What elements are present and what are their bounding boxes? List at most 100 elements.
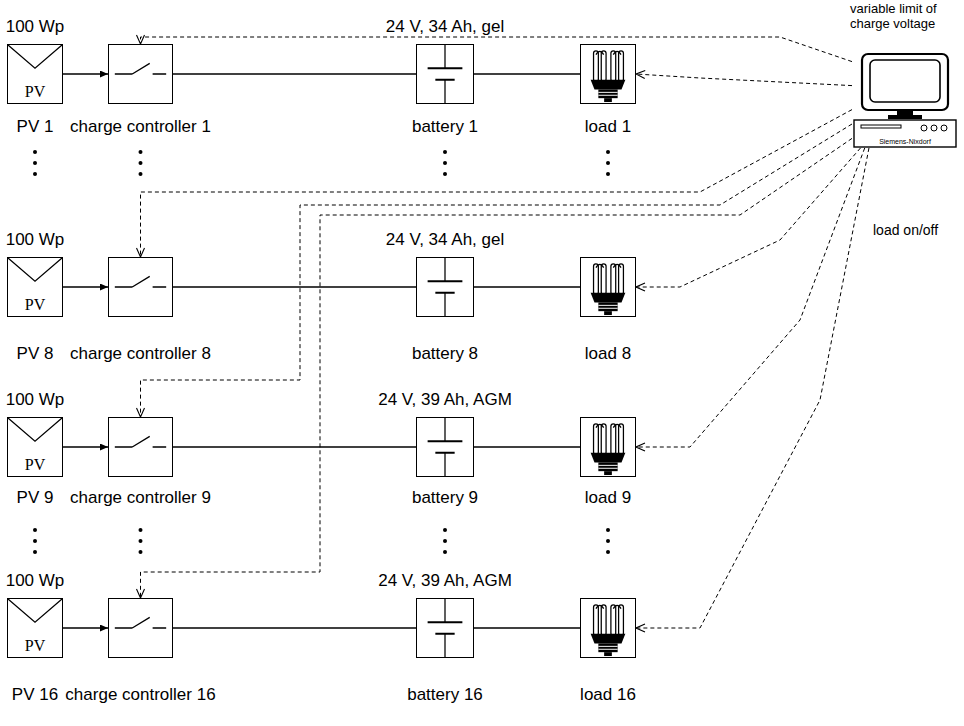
lamp-icon bbox=[581, 418, 635, 476]
ellipsis-dot bbox=[606, 528, 610, 532]
load-lamp: load 9 bbox=[580, 417, 636, 477]
battery: 24 V, 34 Ah, gelbattery 8 bbox=[416, 257, 474, 317]
battery-symbol bbox=[417, 418, 473, 476]
control-line bbox=[636, 148, 860, 287]
control-line bbox=[636, 74, 852, 86]
ellipsis-dot bbox=[443, 550, 447, 554]
switch-symbol bbox=[109, 258, 172, 316]
ellipsis-dot bbox=[443, 150, 447, 154]
ellipsis-dot bbox=[139, 150, 143, 154]
ellipsis-dot bbox=[443, 528, 447, 532]
ellipsis-dot bbox=[606, 539, 610, 543]
ellipsis-dot bbox=[33, 539, 37, 543]
module-label: PV bbox=[25, 636, 45, 655]
pv-module: 100 WpPVPV 9 bbox=[7, 417, 63, 477]
power-wire bbox=[474, 73, 580, 74]
component-label: battery 8 bbox=[412, 344, 478, 364]
battery: 24 V, 39 Ah, AGMbattery 9 bbox=[416, 417, 474, 477]
ellipsis-dot bbox=[33, 150, 37, 154]
battery-symbol bbox=[417, 45, 473, 103]
rating-label: 100 Wp bbox=[6, 390, 65, 410]
power-wire bbox=[474, 286, 580, 287]
component-label: PV 1 bbox=[17, 117, 54, 137]
computer: Siemens-Nixdorf bbox=[852, 52, 958, 148]
component-label: charge controller 8 bbox=[70, 344, 211, 364]
charge-controller: charge controller 16 bbox=[108, 598, 173, 658]
power-wire bbox=[474, 627, 580, 628]
control-line bbox=[636, 148, 865, 447]
switch-symbol bbox=[109, 599, 172, 657]
control-line bbox=[141, 138, 853, 598]
ellipsis-dot bbox=[443, 172, 447, 176]
power-wire bbox=[173, 286, 416, 287]
control-line bbox=[141, 124, 853, 417]
power-wire bbox=[63, 627, 108, 628]
ellipsis-dot bbox=[139, 172, 143, 176]
component-label: battery 1 bbox=[412, 117, 478, 137]
ellipsis-dot bbox=[443, 539, 447, 543]
charge-controller: charge controller 1 bbox=[108, 44, 173, 104]
rating-label: 24 V, 39 Ah, AGM bbox=[378, 571, 512, 591]
component-label: load 9 bbox=[585, 488, 631, 508]
power-wire bbox=[63, 286, 108, 287]
ellipsis-dot bbox=[33, 550, 37, 554]
power-wire bbox=[474, 446, 580, 447]
ellipsis-dot bbox=[606, 161, 610, 165]
component-label: battery 9 bbox=[412, 488, 478, 508]
module-label: PV bbox=[25, 82, 45, 101]
rating-label: 24 V, 39 Ah, AGM bbox=[378, 390, 512, 410]
module-label: PV bbox=[25, 455, 45, 474]
component-label: PV 8 bbox=[17, 344, 54, 364]
pv-module: 100 WpPVPV 1 bbox=[7, 44, 63, 104]
ellipsis-dot bbox=[139, 539, 143, 543]
battery-symbol bbox=[417, 258, 473, 316]
module-label: PV bbox=[25, 295, 45, 314]
note-label: load on/off bbox=[873, 222, 938, 238]
component-label: battery 16 bbox=[407, 685, 483, 705]
component-label: charge controller 9 bbox=[70, 488, 211, 508]
ellipsis-dot bbox=[139, 528, 143, 532]
power-wire bbox=[173, 73, 416, 74]
note-label: variable limit of charge voltage bbox=[850, 2, 962, 32]
component-label: PV 9 bbox=[17, 488, 54, 508]
rating-label: 100 Wp bbox=[6, 230, 65, 250]
ellipsis-dot bbox=[33, 172, 37, 176]
rating-label: 24 V, 34 Ah, gel bbox=[386, 230, 504, 250]
rating-label: 100 Wp bbox=[6, 17, 65, 37]
ellipsis-dot bbox=[33, 161, 37, 165]
ellipsis-dot bbox=[139, 550, 143, 554]
component-label: load 16 bbox=[580, 685, 636, 705]
component-label: PV 16 bbox=[12, 685, 58, 705]
control-line bbox=[141, 37, 853, 62]
power-wire bbox=[173, 446, 416, 447]
charge-controller: charge controller 9 bbox=[108, 417, 173, 477]
ellipsis-dot bbox=[606, 172, 610, 176]
charge-controller: charge controller 8 bbox=[108, 257, 173, 317]
rating-label: 100 Wp bbox=[6, 571, 65, 591]
component-label: charge controller 1 bbox=[70, 117, 211, 137]
load-lamp: load 16 bbox=[580, 598, 636, 658]
battery: 24 V, 34 Ah, gelbattery 1 bbox=[416, 44, 474, 104]
component-label: charge controller 16 bbox=[65, 685, 215, 705]
lamp-icon bbox=[581, 599, 635, 657]
rating-label: 24 V, 34 Ah, gel bbox=[386, 17, 504, 37]
pv-module: 100 WpPVPV 16 bbox=[7, 598, 63, 658]
ellipsis-dot bbox=[139, 161, 143, 165]
load-lamp: load 1 bbox=[580, 44, 636, 104]
power-wire bbox=[63, 446, 108, 447]
ellipsis-dot bbox=[606, 550, 610, 554]
battery-symbol bbox=[417, 599, 473, 657]
ellipsis-dot bbox=[33, 528, 37, 532]
pv-module: 100 WpPVPV 8 bbox=[7, 257, 63, 317]
power-wire bbox=[63, 73, 108, 74]
brand-label: Siemens-Nixdorf bbox=[879, 138, 931, 145]
lamp-icon bbox=[581, 45, 635, 103]
component-label: load 8 bbox=[585, 344, 631, 364]
component-label: load 1 bbox=[585, 117, 631, 137]
control-line bbox=[636, 148, 869, 628]
power-wire bbox=[173, 627, 416, 628]
load-lamp: load 8 bbox=[580, 257, 636, 317]
computer-icon bbox=[852, 52, 958, 148]
lamp-icon bbox=[581, 258, 635, 316]
battery: 24 V, 39 Ah, AGMbattery 16 bbox=[416, 598, 474, 658]
